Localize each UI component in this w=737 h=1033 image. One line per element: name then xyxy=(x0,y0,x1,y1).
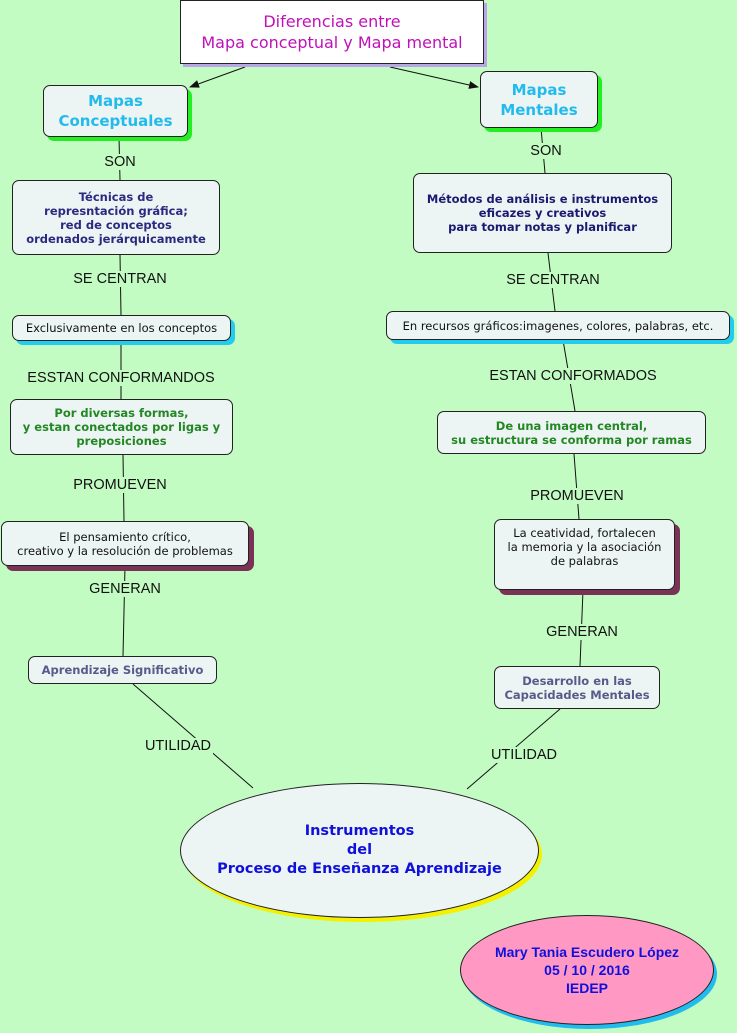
arrow-left xyxy=(189,66,246,88)
node-pensamiento-critico[interactable]: El pensamiento crítico, creativo y la re… xyxy=(1,521,249,566)
link-label-se-centran-left: SE CENTRAN xyxy=(71,271,169,287)
link-label-generan-right: GENERAN xyxy=(544,624,620,640)
link-label-conformandos: ESSTAN CONFORMANDOS xyxy=(25,370,217,386)
node-aprendizaje-significativo[interactable]: Aprendizaje Significativo xyxy=(28,656,217,684)
link-label-son-left: SON xyxy=(102,154,138,170)
node-mapas-mentales[interactable]: Mapas Mentales xyxy=(480,71,598,128)
author-info: Mary Tania Escudero López 05 / 10 / 2016… xyxy=(460,915,714,1025)
title-box: Diferencias entre Mapa conceptual y Mapa… xyxy=(180,0,484,64)
link-label-se-centran-right: SE CENTRAN xyxy=(504,272,602,288)
node-mapas-conceptuales[interactable]: Mapas Conceptuales xyxy=(43,85,188,137)
node-imagen-central[interactable]: De una imagen central, su estructura se … xyxy=(437,411,706,454)
node-instrumentos-center[interactable]: Instrumentos del Proceso de Enseñanza Ap… xyxy=(180,783,539,918)
node-recursos-graficos[interactable]: En recursos gráficos:imagenes, colores, … xyxy=(386,311,730,340)
node-metodos[interactable]: Métodos de análisis e instrumentos efica… xyxy=(413,173,672,253)
link-label-promueven-right: PROMUEVEN xyxy=(528,488,626,504)
node-creatividad[interactable]: La ceatividad, fortalecen la memoria y l… xyxy=(494,519,675,590)
node-exclusivamente[interactable]: Exclusivamente en los conceptos xyxy=(12,315,231,341)
node-desarrollo-capacidades[interactable]: Desarrollo en las Capacidades Mentales xyxy=(494,666,660,709)
link-label-utilidad-left: UTILIDAD xyxy=(142,738,214,754)
link-label-son-right: SON xyxy=(528,143,564,159)
link-label-conformados: ESTAN CONFORMADOS xyxy=(487,368,659,384)
link-label-utilidad-right: UTILIDAD xyxy=(488,747,560,763)
node-tecnicas[interactable]: Técnicas de represntación gráfica; red d… xyxy=(12,180,220,255)
node-diversas-formas[interactable]: Por diversas formas, y estan conectados … xyxy=(10,399,233,455)
link-label-generan-left: GENERAN xyxy=(87,581,163,597)
link-label-promueven-left: PROMUEVEN xyxy=(71,477,169,493)
arrow-right xyxy=(389,66,479,89)
